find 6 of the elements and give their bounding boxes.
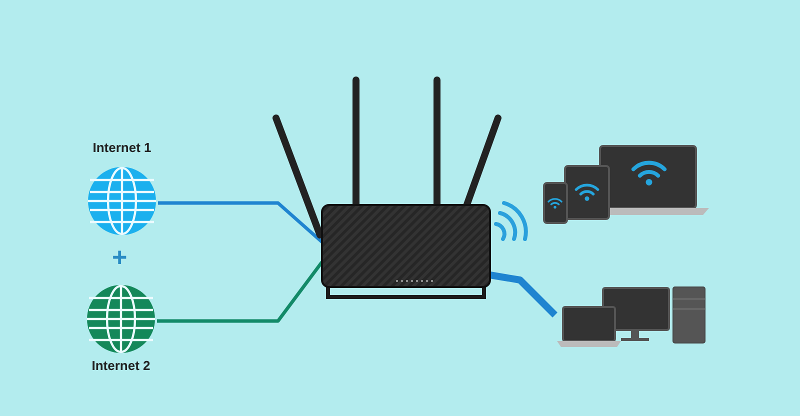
cable-line bbox=[489, 272, 558, 318]
cable-line bbox=[158, 201, 324, 244]
cable-line bbox=[157, 260, 324, 323]
node-label: Internet 1 bbox=[92, 140, 152, 155]
node-label: Internet 2 bbox=[92, 358, 150, 373]
plus-sign: + bbox=[112, 244, 128, 270]
